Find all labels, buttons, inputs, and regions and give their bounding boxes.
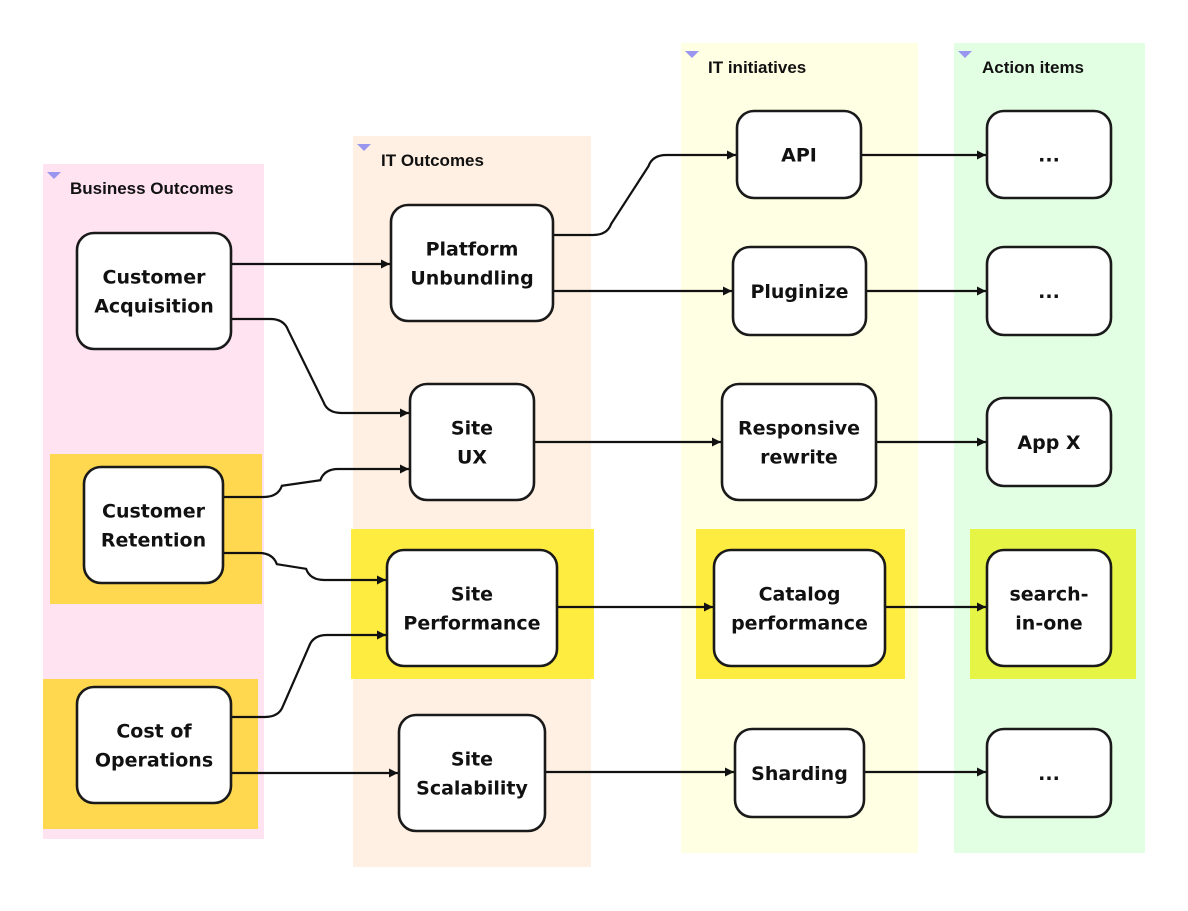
node-label: Retention	[101, 530, 206, 552]
node-box[interactable]	[731, 245, 868, 337]
node-sharding[interactable]: Sharding	[733, 727, 866, 819]
node-label: ...	[1038, 763, 1060, 785]
node-box[interactable]	[82, 465, 225, 585]
node-action-1[interactable]: ...	[985, 109, 1113, 200]
collapse-triangle-icon[interactable]	[47, 172, 61, 179]
node-box[interactable]	[75, 685, 233, 805]
edge-customer-retention-to-site-performance[interactable]	[223, 551, 386, 585]
edge-customer-retention-to-site-ux[interactable]	[223, 464, 409, 499]
lane-title: IT Outcomes	[381, 151, 484, 170]
node-label: Unbundling	[410, 268, 533, 290]
node-box[interactable]	[735, 109, 863, 200]
node-label: rewrite	[760, 447, 838, 469]
node-box[interactable]	[985, 396, 1113, 488]
node-api[interactable]: API	[735, 109, 863, 200]
lane-title: Business Outcomes	[70, 179, 233, 198]
node-pluginize[interactable]: Pluginize	[731, 245, 868, 337]
nodes: CustomerAcquisitionCustomerRetentionCost…	[75, 109, 1113, 833]
node-box[interactable]	[985, 245, 1113, 337]
node-label: Acquisition	[94, 296, 214, 318]
node-search-in-one[interactable]: search-in-one	[985, 548, 1113, 668]
node-label: Responsive	[738, 418, 860, 440]
node-label: Performance	[403, 613, 540, 635]
node-label: Sharding	[751, 763, 848, 785]
node-label: API	[781, 145, 817, 167]
node-box[interactable]	[397, 713, 547, 833]
node-label: Site	[451, 749, 493, 771]
lane-title: IT initiatives	[708, 58, 806, 77]
collapse-triangle-icon[interactable]	[685, 51, 699, 58]
node-label: App X	[1017, 432, 1081, 454]
edge-customer-acquisition-to-site-ux[interactable]	[231, 317, 409, 418]
node-label: ...	[1038, 145, 1060, 167]
edge-cost-of-operations-to-site-performance[interactable]	[231, 630, 386, 719]
node-box[interactable]	[385, 548, 559, 668]
node-label: Customer	[102, 501, 206, 523]
node-label: search-	[1009, 584, 1088, 606]
node-box[interactable]	[75, 231, 233, 351]
node-label: UX	[457, 447, 487, 469]
node-responsive-rewrite[interactable]: Responsive rewrite	[720, 382, 878, 502]
collapse-triangle-icon[interactable]	[357, 144, 371, 151]
node-box[interactable]	[408, 382, 536, 502]
node-label: Cost of	[116, 721, 192, 743]
node-label: in-one	[1015, 613, 1082, 635]
node-box[interactable]	[985, 727, 1113, 819]
node-label: Platform	[426, 239, 519, 261]
node-cost-of-operations[interactable]: Cost of Operations	[75, 685, 233, 805]
node-label: Scalability	[416, 778, 528, 800]
node-label: Operations	[95, 750, 213, 772]
node-box[interactable]	[389, 203, 555, 323]
node-box[interactable]	[985, 548, 1113, 668]
collapse-triangle-icon[interactable]	[958, 51, 972, 58]
edge-platform-unbundling-to-api[interactable]	[553, 150, 736, 237]
node-label: Site	[451, 584, 493, 606]
node-action-5[interactable]: ...	[985, 727, 1113, 819]
node-label: performance	[731, 613, 868, 635]
node-app-x[interactable]: App X	[985, 396, 1113, 488]
node-label: Catalog	[759, 584, 841, 606]
node-label: ...	[1038, 281, 1060, 303]
node-box[interactable]	[720, 382, 878, 502]
node-label: Pluginize	[750, 281, 848, 303]
node-label: Customer	[103, 267, 207, 289]
node-catalog-performance[interactable]: Catalog performance	[712, 548, 887, 668]
lane-title: Action items	[982, 58, 1084, 77]
node-label: Site	[451, 418, 493, 440]
node-box[interactable]	[712, 548, 887, 668]
connectors	[223, 150, 986, 778]
node-action-2[interactable]: ...	[985, 245, 1113, 337]
node-box[interactable]	[733, 727, 866, 819]
node-box[interactable]	[985, 109, 1113, 200]
